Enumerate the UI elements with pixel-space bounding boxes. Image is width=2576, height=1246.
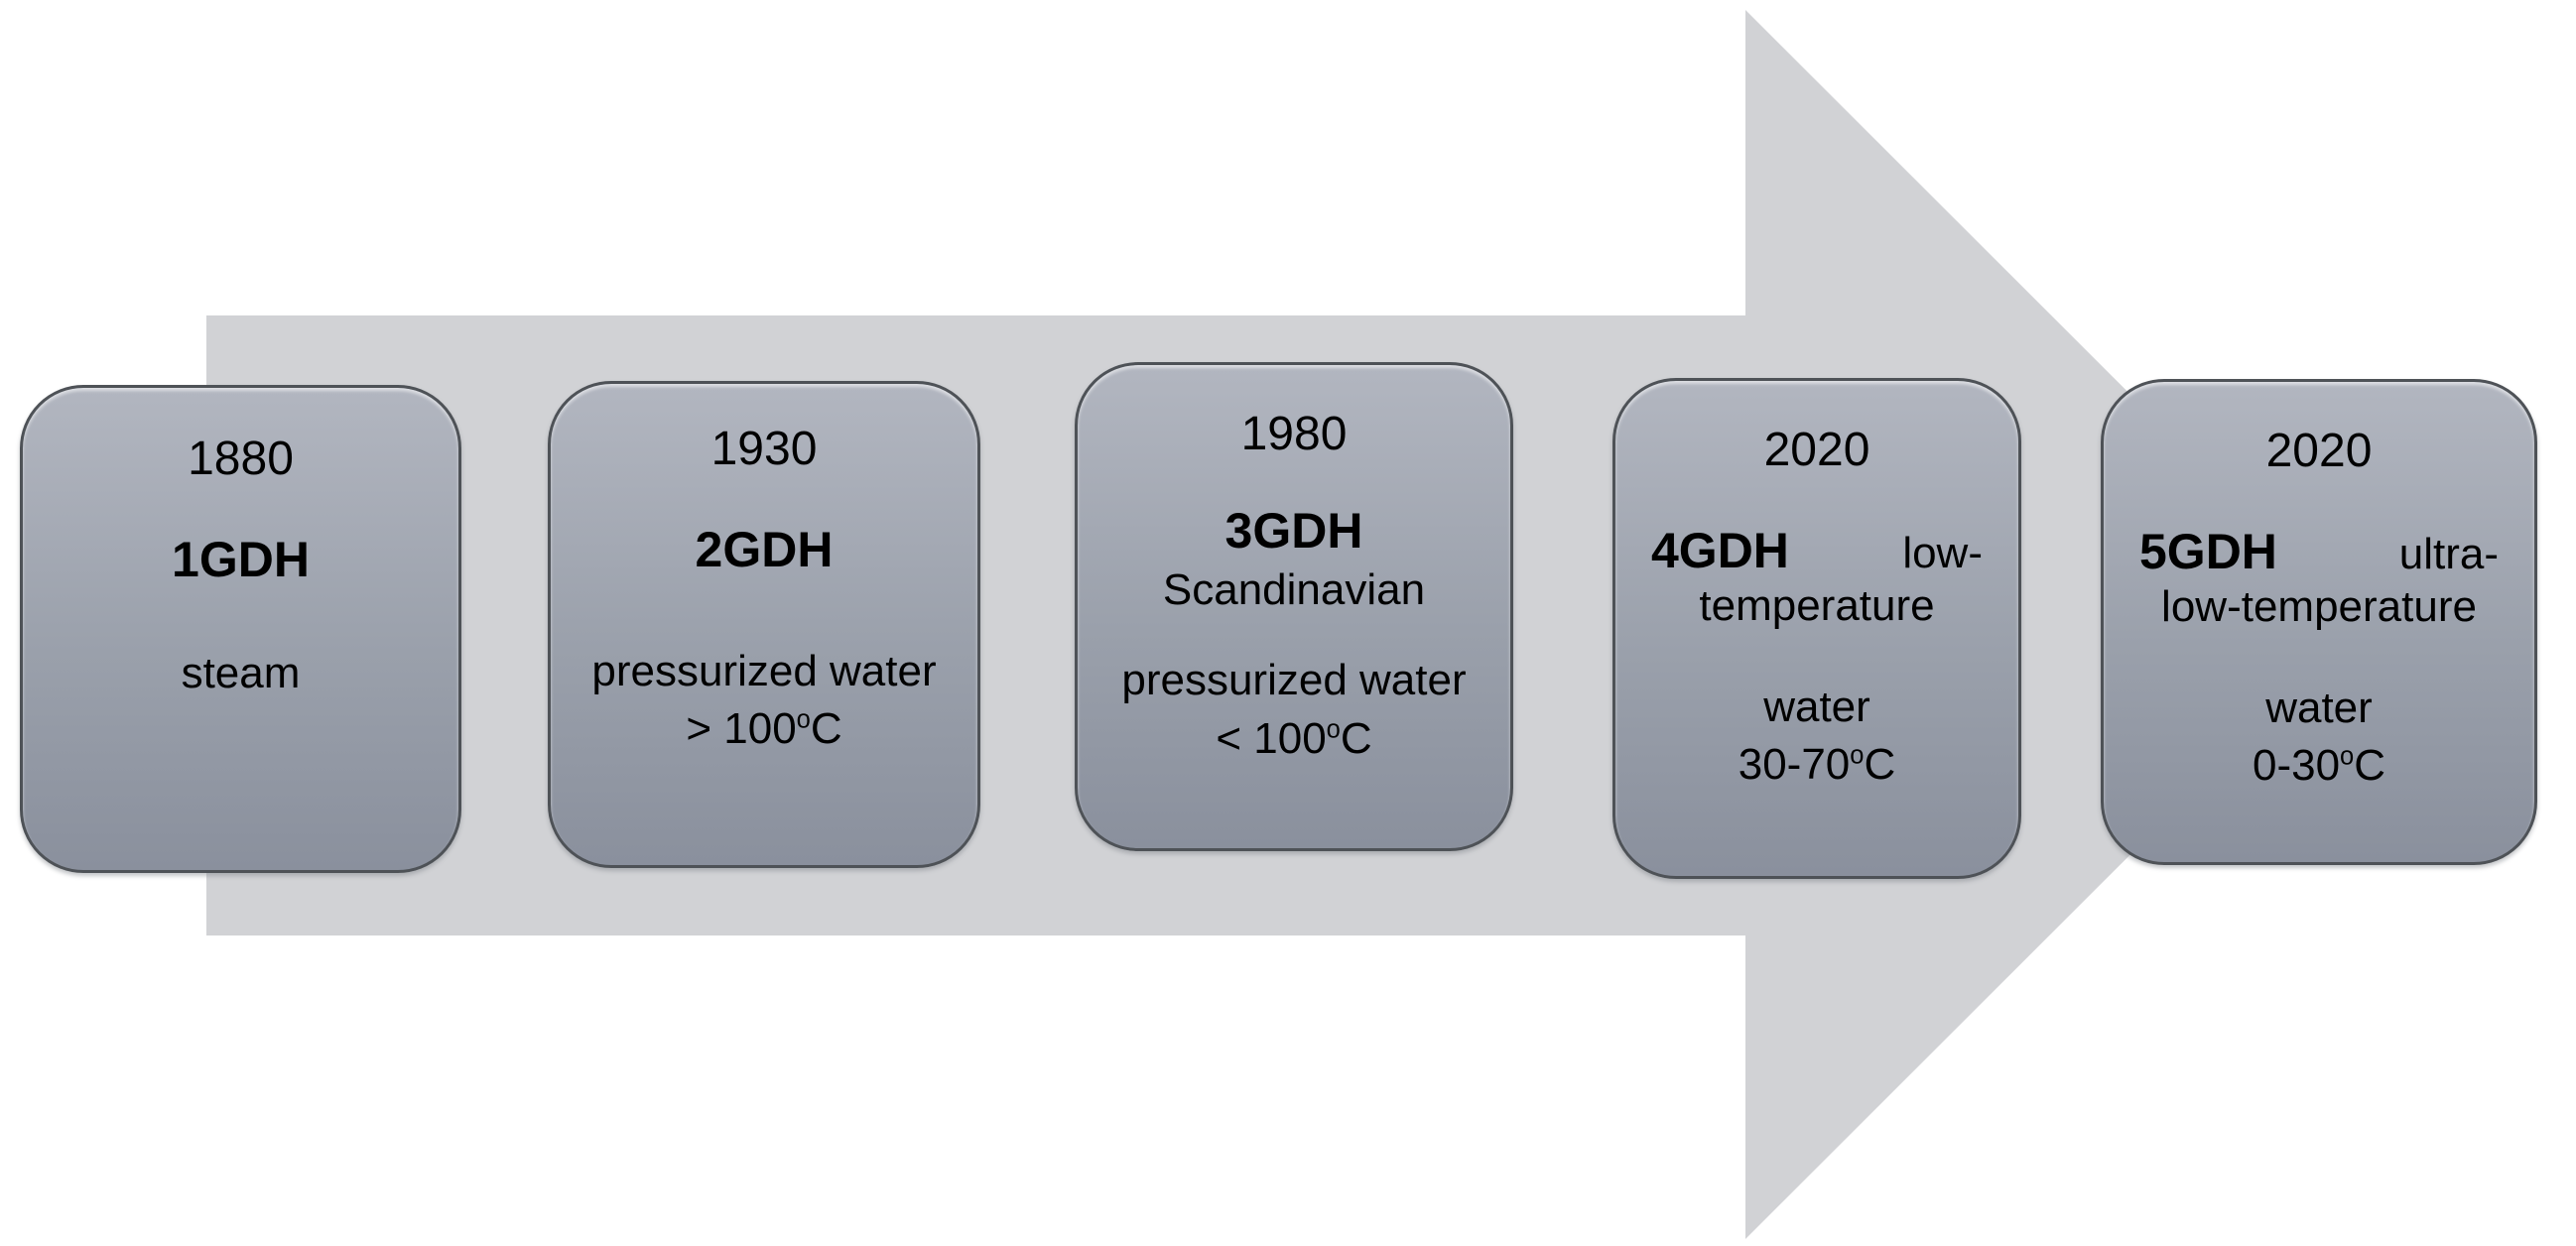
box2-title: 2GDH <box>695 522 834 578</box>
box3-title: 3GDH <box>1224 503 1363 560</box>
box1-medium: steam <box>181 648 301 697</box>
box2-year: 1930 <box>710 423 818 475</box>
box3-subtitle: Scandinavian <box>1162 564 1426 614</box>
box5-title-continuation: low-temperature <box>2161 581 2477 631</box>
box3-temperature: < 100oC <box>1216 713 1372 763</box>
box5-year: 2020 <box>2265 425 2373 477</box>
box1-title: 1GDH <box>172 532 310 588</box>
box4-year: 2020 <box>1763 424 1870 476</box>
box2-temperature: > 100oC <box>686 703 842 753</box>
box5-medium: water 0-30oC <box>2104 680 2534 795</box>
generation-box-2gdh: 1930 2GDH pressurized water > 100oC <box>548 381 980 868</box>
box2-medium: pressurized water > 100oC <box>551 643 977 758</box>
generation-box-3gdh: 1980 3GDH Scandinavian pressurized water… <box>1075 362 1513 851</box>
box3-year: 1980 <box>1240 408 1348 460</box>
box4-title-continuation: temperature <box>1699 580 1935 630</box>
box5-title: 5GDH <box>2139 524 2277 580</box>
generation-box-5gdh: 2020 5GDH ultra- low-temperature water 0… <box>2101 379 2537 865</box>
box3-medium-line: pressurized water <box>1121 656 1467 705</box>
box4-title-suffix: low- <box>1902 529 1983 578</box>
box4-medium: water 30-70oC <box>1615 679 2018 794</box>
generation-box-1gdh: 1880 1GDH steam <box>20 385 461 873</box>
box4-temperature: 30-70oC <box>1738 739 1896 789</box>
box2-medium-line: pressurized water <box>591 646 937 695</box>
box1-year: 1880 <box>188 433 294 485</box>
box4-title-row: 4GDH low- <box>1615 523 2018 580</box>
box5-title-row: 5GDH ultra- <box>2104 524 2534 581</box>
box5-medium-line: water <box>2265 683 2373 732</box>
box5-temperature: 0-30oC <box>2252 740 2386 790</box>
generation-box-4gdh: 2020 4GDH low- temperature water 30-70oC <box>1612 378 2021 879</box>
box4-title: 4GDH <box>1651 523 1789 579</box>
box3-medium: pressurized water < 100oC <box>1078 652 1510 767</box>
box5-title-suffix: ultra- <box>2398 530 2499 579</box>
box4-medium-line: water <box>1763 682 1870 731</box>
